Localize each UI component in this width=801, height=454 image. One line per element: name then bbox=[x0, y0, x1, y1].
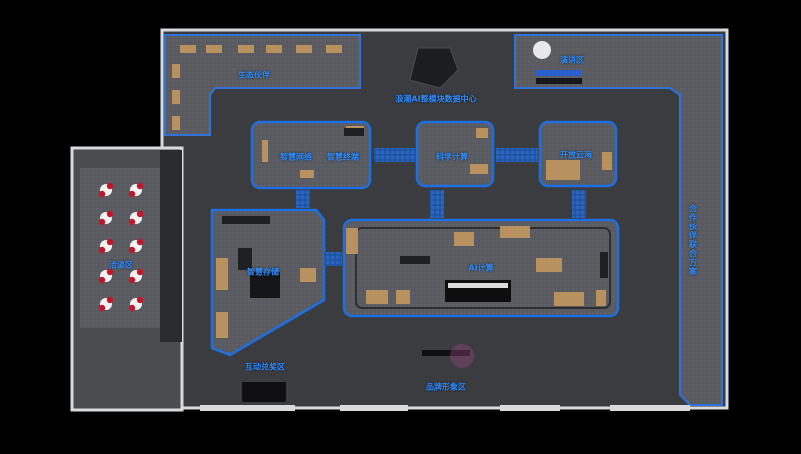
booth-desk bbox=[172, 116, 180, 130]
lecture-partner-corridor bbox=[514, 34, 723, 406]
negotiation-table bbox=[128, 268, 144, 284]
storage-table bbox=[250, 272, 280, 298]
label-smart-terminal: 智慧终端 bbox=[327, 152, 359, 162]
booth-desk bbox=[216, 258, 228, 290]
booth-desk bbox=[470, 164, 488, 174]
label-scientific-computing: 科学计算 bbox=[436, 152, 468, 162]
ai-display-table-light bbox=[448, 283, 508, 288]
server-rack bbox=[222, 216, 270, 224]
negotiation-table bbox=[98, 210, 114, 226]
negotiation-table bbox=[98, 238, 114, 254]
booth-desk bbox=[206, 45, 222, 53]
server-rack bbox=[400, 256, 430, 264]
booth-desk bbox=[602, 152, 612, 170]
datacenter-module bbox=[409, 47, 459, 89]
walkway-tile bbox=[296, 190, 310, 208]
negotiation-tables bbox=[98, 182, 144, 312]
booth-desk bbox=[326, 45, 342, 53]
booth-desk bbox=[300, 268, 316, 282]
lecture-seating bbox=[536, 78, 582, 84]
wing-wall-divider bbox=[160, 150, 182, 342]
booth-desk bbox=[266, 45, 282, 53]
negotiation-table bbox=[128, 238, 144, 254]
booth-desk bbox=[476, 128, 488, 138]
walkway-tile bbox=[496, 148, 538, 162]
wall-segment bbox=[200, 405, 295, 411]
label-lecture: 演讲区 bbox=[560, 55, 584, 65]
label-ai-computing: AI计算 bbox=[468, 263, 494, 273]
ai-computing-zone bbox=[342, 218, 620, 318]
label-negotiation: 洽谈区 bbox=[109, 260, 133, 270]
smart-network-terminal-zone bbox=[250, 120, 372, 190]
booth-desk bbox=[238, 45, 254, 53]
booth-desk bbox=[454, 232, 474, 246]
booth-desk bbox=[172, 64, 180, 78]
booth-desk bbox=[216, 312, 228, 338]
negotiation-table bbox=[98, 268, 114, 284]
wall-segment bbox=[610, 405, 690, 411]
lecture-seating bbox=[536, 70, 582, 76]
walkway-tile bbox=[324, 252, 342, 266]
label-smart-storage: 智慧存储 bbox=[247, 267, 279, 277]
negotiation-table bbox=[98, 182, 114, 198]
booth-desk bbox=[366, 290, 388, 304]
booth-desk bbox=[596, 290, 606, 306]
server-rack bbox=[344, 128, 364, 136]
ai-computing-inner-track bbox=[355, 227, 611, 309]
booth-desk bbox=[554, 292, 584, 306]
wall-segment bbox=[500, 405, 560, 411]
booth-desk bbox=[300, 170, 314, 178]
server-rack bbox=[238, 248, 252, 270]
negotiation-area-floor bbox=[80, 168, 160, 328]
booth-desk bbox=[346, 228, 358, 254]
negotiation-table bbox=[98, 296, 114, 312]
walkway-tile bbox=[374, 148, 416, 162]
lecture-podium bbox=[533, 41, 551, 59]
booth-desk bbox=[172, 90, 180, 104]
server-rack bbox=[600, 252, 608, 278]
negotiation-table bbox=[128, 296, 144, 312]
negotiation-table bbox=[128, 210, 144, 226]
interactive-counter bbox=[242, 382, 286, 402]
booth-desk bbox=[396, 290, 410, 304]
label-smart-network: 智慧网络 bbox=[280, 152, 312, 162]
negotiation-table bbox=[128, 182, 144, 198]
walkway-tile bbox=[572, 190, 586, 218]
brand-spotlight bbox=[450, 344, 474, 368]
booth-desk bbox=[296, 45, 312, 53]
booth-desk bbox=[500, 226, 530, 238]
booth-desk bbox=[262, 140, 268, 162]
label-datacenter: 浪潮AI整模块数据中心 bbox=[395, 94, 477, 104]
booth-desk bbox=[536, 258, 562, 272]
label-partner-solution: 合作伙伴联合方案 bbox=[688, 204, 698, 276]
label-eco-partner: 生态伙伴 bbox=[238, 70, 270, 80]
label-brand-image: 品牌形象区 bbox=[426, 382, 466, 392]
brand-stage-bar bbox=[422, 350, 470, 356]
eco-partner-corridor bbox=[164, 34, 361, 136]
booth-desk bbox=[180, 45, 196, 53]
label-interactive-experience: 互动兑奖区 bbox=[245, 362, 285, 372]
wall-segment bbox=[340, 405, 408, 411]
booth-desk bbox=[546, 160, 580, 180]
label-open-cloud: 开放云海 bbox=[560, 150, 592, 160]
walkway-tile bbox=[430, 190, 444, 218]
